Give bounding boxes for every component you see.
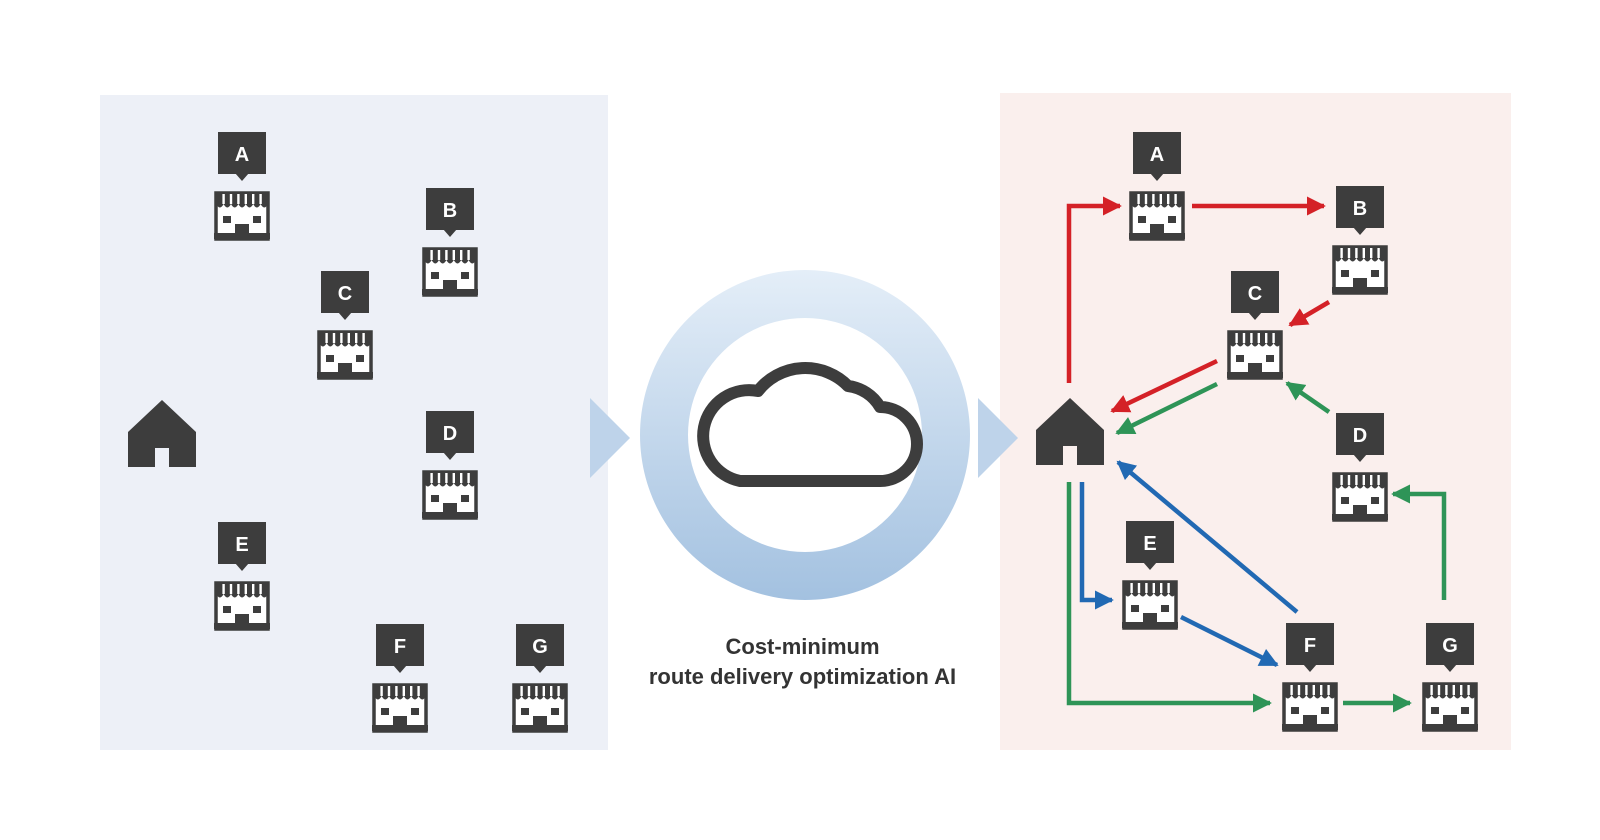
store-label-marker: A	[1133, 132, 1181, 181]
storefront-icon	[1281, 682, 1339, 732]
storefront-icon	[1226, 330, 1284, 380]
cloud-icon	[697, 362, 923, 487]
store-e-left: E	[213, 522, 271, 631]
caption-line-1: Cost-minimum	[725, 634, 880, 659]
route-blue-depot-to-e-arrow	[1079, 482, 1114, 610]
store-label: C	[338, 283, 352, 305]
route-green-g-to-d-arrow	[1391, 484, 1447, 600]
route-green-depot-to-f-arrow	[1066, 482, 1272, 713]
storefront-icon	[511, 683, 569, 733]
route-green-d-to-c-arrow	[1285, 381, 1331, 414]
ai-caption: Cost-minimum route delivery optimization…	[600, 632, 1005, 692]
store-f-right: F	[1281, 623, 1339, 732]
route-blue-f-to-depot-arrow	[1116, 460, 1299, 614]
storefront-icon	[213, 581, 271, 631]
store-label-marker: B	[1336, 186, 1384, 235]
depot-house-icon	[128, 400, 196, 467]
store-label-marker: G	[1426, 623, 1474, 672]
store-a-left: A	[213, 132, 271, 241]
store-label-marker: B	[426, 188, 474, 237]
chevron-right-icon	[590, 398, 630, 478]
store-label: F	[394, 636, 406, 658]
store-label-marker: C	[1231, 271, 1279, 320]
store-label: A	[1150, 144, 1164, 166]
store-label-marker: D	[1336, 413, 1384, 462]
store-f-left: F	[371, 624, 429, 733]
store-g-right: G	[1421, 623, 1479, 732]
storefront-icon	[1331, 472, 1389, 522]
store-label-marker: E	[218, 522, 266, 571]
caption-line-2: route delivery optimization AI	[648, 664, 957, 689]
store-label: E	[235, 534, 248, 556]
store-c-right: C	[1226, 271, 1284, 380]
store-label: G	[532, 636, 548, 658]
store-label: A	[235, 144, 249, 166]
store-label: G	[1442, 635, 1458, 657]
store-label: B	[1353, 198, 1367, 220]
chevron-right-icon	[978, 398, 1018, 478]
store-label-marker: C	[321, 271, 369, 320]
store-label: F	[1304, 635, 1316, 657]
route-green-c-to-depot-arrow	[1115, 381, 1218, 436]
store-d-right: D	[1331, 413, 1389, 522]
store-c-left: C	[316, 271, 374, 380]
store-label: E	[1143, 533, 1156, 555]
store-b-left: B	[421, 188, 479, 297]
store-a-right: A	[1128, 132, 1186, 241]
store-label: B	[443, 200, 457, 222]
store-label-marker: F	[1286, 623, 1334, 672]
storefront-icon	[213, 191, 271, 241]
store-label: D	[1353, 425, 1367, 447]
store-label-marker: E	[1126, 521, 1174, 570]
store-label-marker: G	[516, 624, 564, 673]
storefront-icon	[421, 470, 479, 520]
storefront-icon	[1421, 682, 1479, 732]
store-label-marker: A	[218, 132, 266, 181]
storefront-icon	[316, 330, 374, 380]
route-red-b-to-c-arrow	[1288, 300, 1331, 327]
ai-engine	[590, 270, 1018, 600]
store-g-left: G	[511, 624, 569, 733]
route-red-c-to-depot-arrow	[1110, 358, 1218, 414]
storefront-icon	[421, 247, 479, 297]
routed-layout: A B C D E F G	[1036, 132, 1479, 732]
delivery-routes	[1066, 196, 1447, 713]
store-label: D	[443, 423, 457, 445]
route-blue-e-to-f-arrow	[1179, 614, 1279, 668]
store-b-right: B	[1331, 186, 1389, 295]
storefront-icon	[1121, 580, 1179, 630]
storefront-icon	[1128, 191, 1186, 241]
depot-house-icon	[1036, 398, 1104, 465]
store-d-left: D	[421, 411, 479, 520]
storefront-icon	[1331, 245, 1389, 295]
store-e-right: E	[1121, 521, 1179, 630]
unrouted-layout: A B C D E F G	[128, 132, 569, 733]
store-label-marker: F	[376, 624, 424, 673]
store-label: C	[1248, 283, 1262, 305]
store-label-marker: D	[426, 411, 474, 460]
storefront-icon	[371, 683, 429, 733]
route-red-depot-to-a-arrow	[1066, 196, 1122, 383]
